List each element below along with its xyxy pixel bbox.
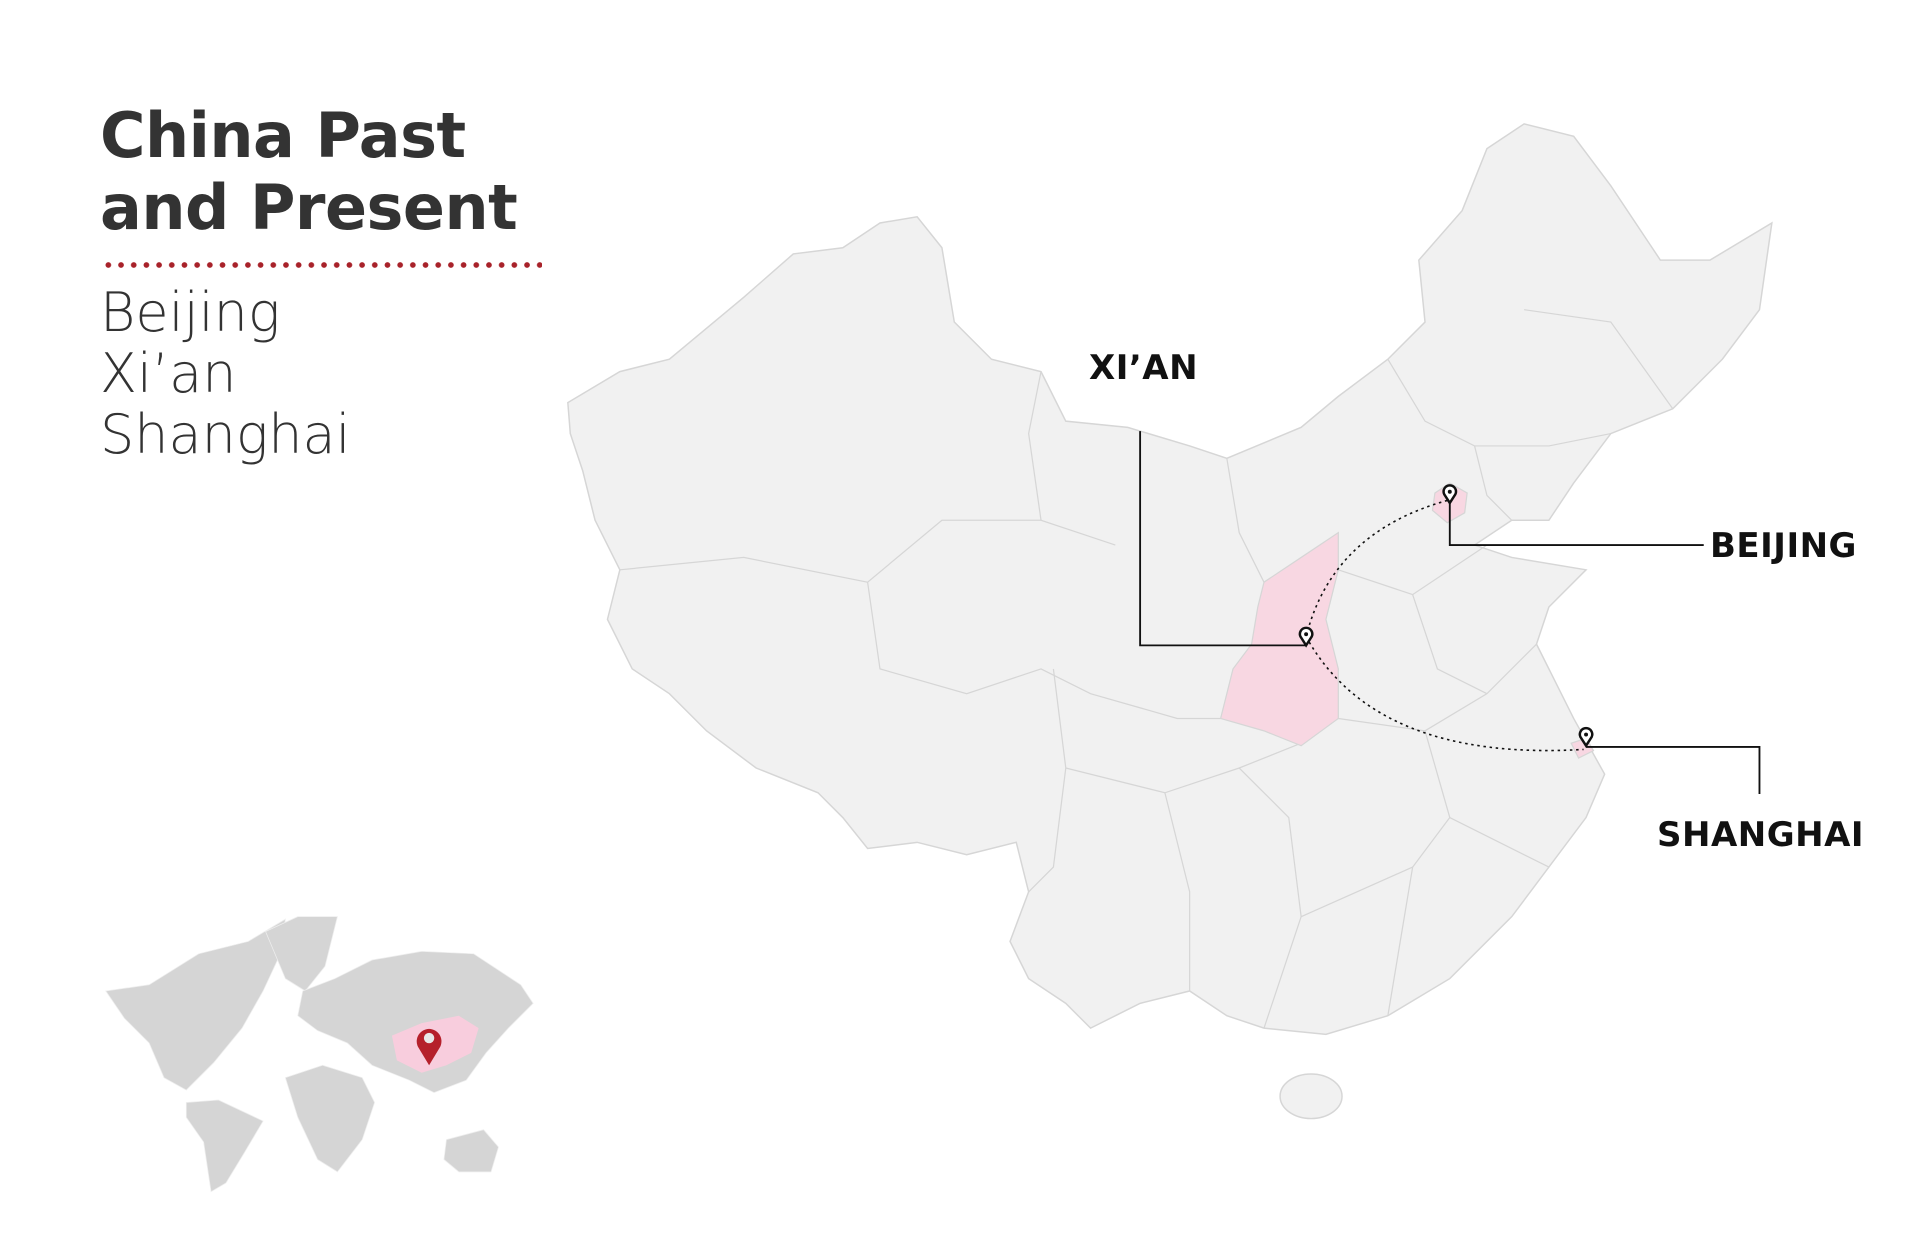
city-list-item: Beijing [100,281,281,344]
china-map [567,123,1773,1120]
map-pin-icon [1578,726,1594,748]
page-title: China Past and Present [100,99,518,244]
label-xian: XI’AN [1089,348,1199,388]
label-beijing: BEIJING [1710,526,1857,566]
leader-line-shanghai [1586,746,1761,795]
label-shanghai: SHANGHAI [1657,815,1865,855]
hainan [1279,1073,1343,1120]
shaanxi-highlight [1219,531,1339,747]
greenland [265,916,338,992]
leader-line-xian [1139,431,1307,647]
province-borders [619,309,1674,1029]
map-pin-icon [1442,484,1458,506]
eurasia [297,950,534,1093]
north-america [105,918,286,1091]
south-america [185,1099,264,1193]
leader-line-beijing [1448,501,1704,546]
map-pin-icon [1298,626,1314,648]
route-beijing-xian [1305,499,1448,637]
world-minimap [105,916,534,1193]
china-outline [567,123,1773,1036]
australia [443,1129,499,1173]
city-list: Beijing Xi’an Shanghai [100,282,351,465]
location-marker-icon [416,1028,442,1066]
dotted-divider [102,262,542,268]
africa [284,1064,375,1173]
city-list-item: Xi’an [100,342,237,405]
city-list-item: Shanghai [100,403,351,466]
